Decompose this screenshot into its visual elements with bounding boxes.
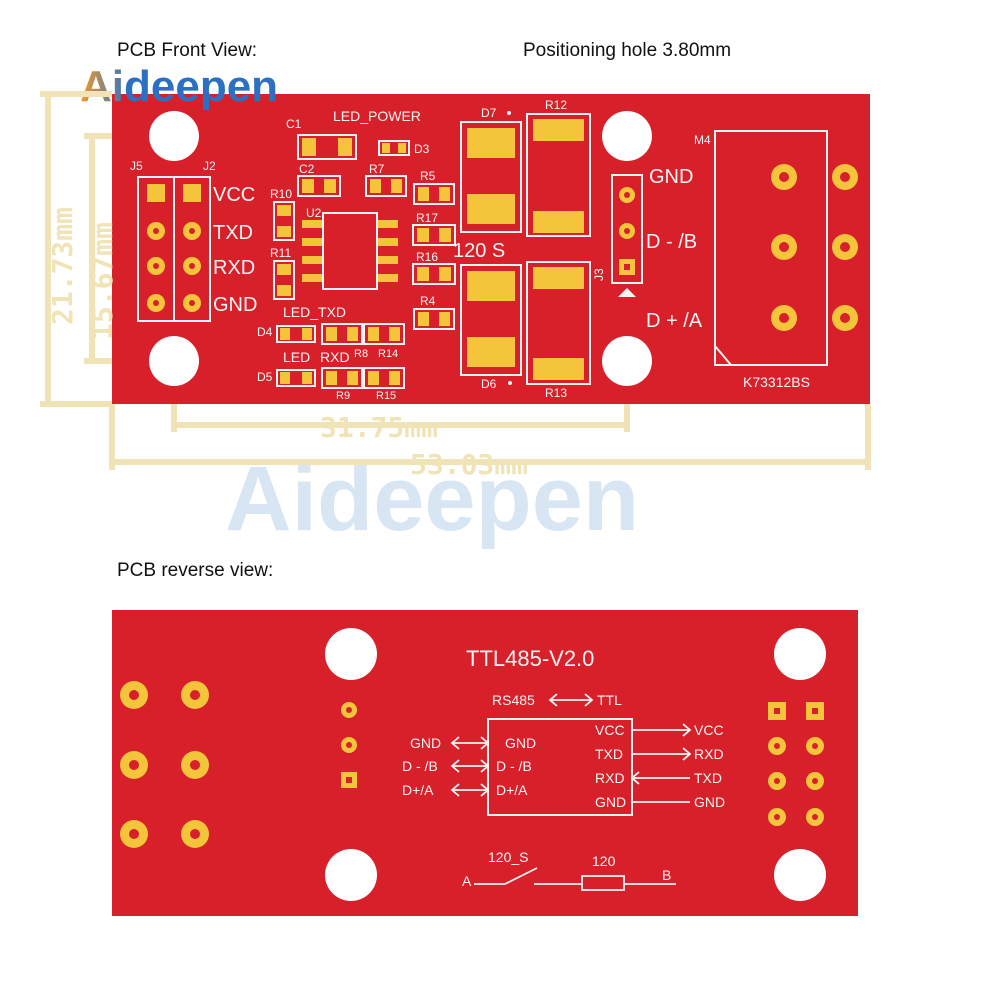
reverse-view-heading: PCB reverse view: <box>117 560 274 581</box>
terminal-outline <box>714 130 828 366</box>
label-r5: R5 <box>420 169 436 183</box>
label-120-s: 120 S <box>453 240 505 262</box>
reverse-terminal-pins <box>120 681 209 848</box>
label-d5: D5 <box>257 370 273 384</box>
chip-left-da: D+/A <box>496 782 528 798</box>
label-j5: J5 <box>130 159 143 173</box>
dim-width-text: 53.03mm <box>410 448 528 481</box>
label-r8: R8 <box>354 348 368 360</box>
label-out-db: D - /B <box>646 231 697 253</box>
left-signal-db: D - /B <box>402 758 438 774</box>
chip-left-db: D - /B <box>496 758 532 774</box>
dim-hole-spacing-text: 31.75mm <box>320 411 438 444</box>
right-signal-rxd: RXD <box>694 746 724 762</box>
label-led-power: LED_POWER <box>333 108 421 124</box>
dim-height-inner-text: 15.67mm <box>86 222 119 340</box>
label-resistor: 120 <box>592 853 616 869</box>
mount-hole <box>602 111 652 161</box>
label-d7: D7 <box>481 106 497 120</box>
label-r16: R16 <box>416 250 438 264</box>
chip-right-gnd: GND <box>595 794 626 810</box>
mount-hole <box>774 628 826 680</box>
reverse-title: TTL485-V2.0 <box>466 646 594 671</box>
label-out-da: D + /A <box>646 310 703 332</box>
label-r12: R12 <box>545 98 567 112</box>
label-r11: R11 <box>270 246 291 260</box>
label-m4: M4 <box>694 133 711 147</box>
label-connector: K73312BS <box>743 374 810 390</box>
label-d6: D6 <box>481 377 497 391</box>
reverse-header-pins <box>768 702 824 826</box>
dimension-hole-spacing: 31.75mm <box>171 404 630 444</box>
header-outline <box>173 176 211 322</box>
label-j3: J3 <box>592 268 606 281</box>
chip-right-txd: TXD <box>595 746 623 762</box>
termination-schematic <box>474 867 676 891</box>
label-switch: 120_S <box>488 849 528 865</box>
mount-hole <box>149 336 199 386</box>
label-d4: D4 <box>257 325 273 339</box>
brand-logo: Aideepen <box>80 62 278 111</box>
label-r10: R10 <box>270 187 292 201</box>
label-ttl: TTL <box>597 692 622 708</box>
signal-lines <box>630 723 692 803</box>
label-out-gnd: GND <box>649 166 693 188</box>
label-c2: C2 <box>299 162 315 176</box>
label-r17: R17 <box>416 211 438 225</box>
pin1-marker <box>618 288 636 297</box>
left-signal-da: D+/A <box>402 782 434 798</box>
label-r9: R9 <box>336 390 350 402</box>
j3-outline <box>611 174 643 284</box>
mount-hole <box>325 628 377 680</box>
label-txd: TXD <box>213 222 253 244</box>
double-arrow-icon <box>548 693 594 707</box>
d3-outline <box>378 140 410 156</box>
u2-chip-outline <box>322 212 378 290</box>
u2-pads <box>302 220 398 282</box>
label-end-a: A <box>462 873 472 889</box>
label-rxd: RXD <box>213 257 255 279</box>
mount-hole <box>602 336 652 386</box>
mount-hole <box>149 111 199 161</box>
label-gnd: GND <box>213 294 257 316</box>
label-r13: R13 <box>545 386 567 400</box>
label-r4: R4 <box>420 294 436 308</box>
reverse-j3-pins <box>341 702 357 788</box>
dimension-height-inner: 15.67mm <box>84 133 119 364</box>
label-led: LED <box>283 349 310 365</box>
positioning-hole-note: Positioning hole 3.80mm <box>523 40 732 61</box>
label-c1: C1 <box>286 117 302 131</box>
right-signal-txd: TXD <box>694 770 722 786</box>
front-view-heading: PCB Front View: <box>117 40 258 61</box>
label-d3: D3 <box>414 142 430 156</box>
label-led-txd: LED_TXD <box>283 304 346 320</box>
left-signal-gnd: GND <box>410 735 441 751</box>
chip-right-rxd: RXD <box>595 770 625 786</box>
label-rs485: RS485 <box>492 692 535 708</box>
label-u2: U2 <box>306 206 322 220</box>
mount-hole <box>325 849 377 901</box>
mount-hole <box>774 849 826 901</box>
label-vcc: VCC <box>213 184 255 206</box>
dimension-width: 53.03mm <box>109 404 871 481</box>
label-j2: J2 <box>203 159 216 173</box>
label-r7: R7 <box>369 162 385 176</box>
chip-left-gnd: GND <box>505 735 536 751</box>
right-signal-gnd: GND <box>694 794 725 810</box>
dimension-height-outer: 21.73mm <box>40 91 112 407</box>
right-signal-vcc: VCC <box>694 722 724 738</box>
label-r14: R14 <box>378 348 398 360</box>
bidirectional-arrows <box>450 736 490 797</box>
label-rxd-led: RXD <box>320 349 350 365</box>
dim-height-outer-text: 21.73mm <box>46 207 79 325</box>
c1-outline <box>297 134 357 160</box>
chip-right-vcc: VCC <box>595 722 625 738</box>
terminal-pins <box>771 164 858 331</box>
label-r15: R15 <box>376 390 396 402</box>
label-end-b: B <box>662 867 671 883</box>
header-pins <box>147 184 201 312</box>
